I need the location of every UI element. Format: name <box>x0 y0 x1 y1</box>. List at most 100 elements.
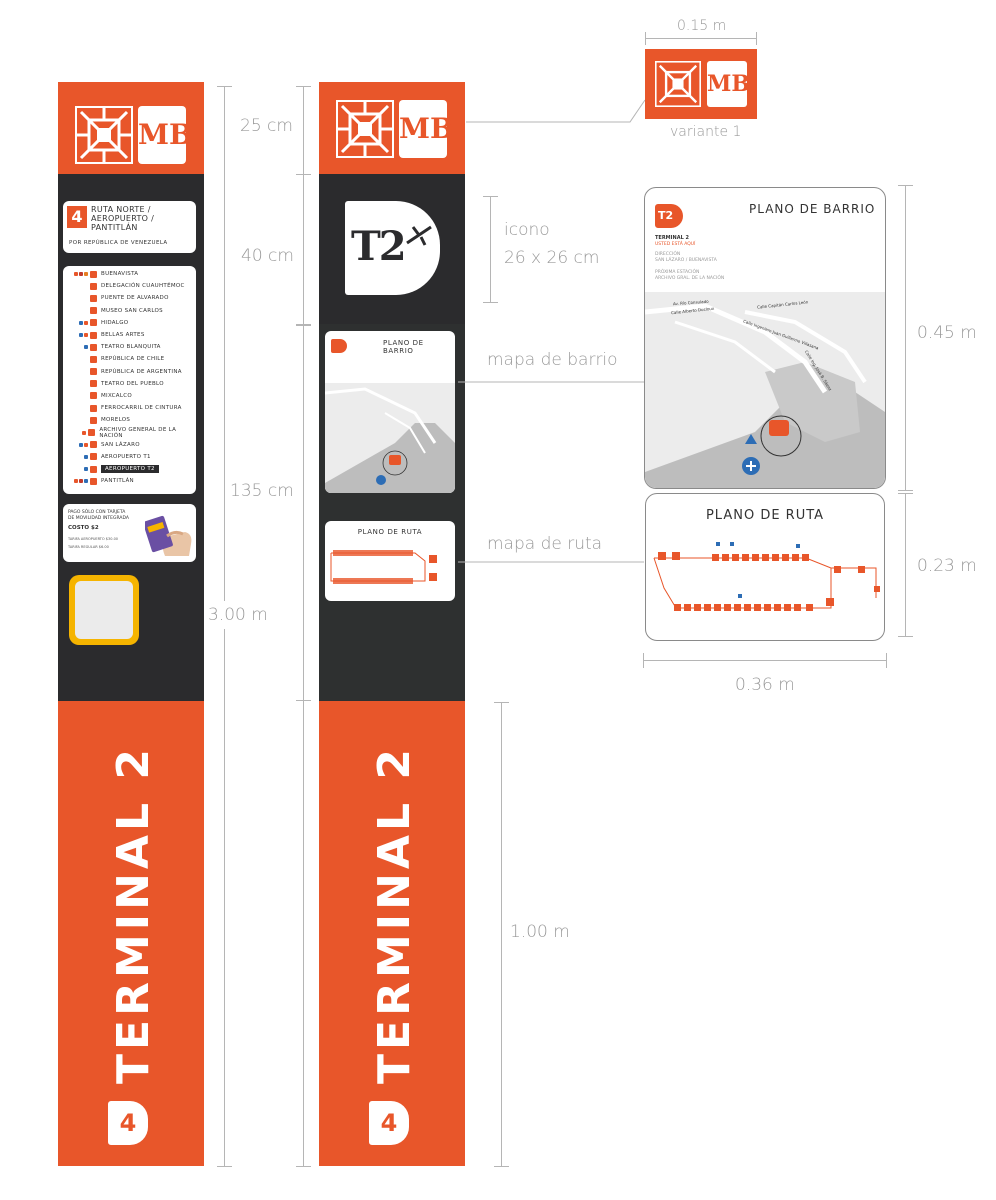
name-band: TERMINAL 2 4 <box>58 701 204 1166</box>
dim-cap <box>643 653 644 668</box>
stop-row: MUSEO SAN CARLOS <box>66 305 194 317</box>
dim-label-maps-width: 0.36 m <box>735 675 795 695</box>
dim-cap <box>217 1166 232 1167</box>
stop-icon <box>90 307 97 315</box>
dim-line-icon <box>490 196 491 302</box>
transfer-icons <box>66 430 87 435</box>
icon-callout-line2: 26 x 26 cm <box>504 248 600 268</box>
hand-card-icon <box>143 512 193 558</box>
mb-logo-icon: MB <box>707 61 750 107</box>
transfer-icons <box>66 479 88 484</box>
stop-label: TEATRO BLANQUITA <box>101 344 161 351</box>
stop-label: AEROPUERTO T1 <box>101 453 151 460</box>
stop-icon <box>90 270 97 278</box>
transfer-icon <box>84 479 88 484</box>
stop-icon <box>90 282 97 290</box>
stop-label: REPÚBLICA DE CHILE <box>101 356 165 363</box>
stop-label: HIDALGO <box>101 319 129 326</box>
stop-row: BELLAS ARTES <box>66 329 194 341</box>
transfer-icon <box>84 442 88 447</box>
stop-label: MORELOS <box>101 417 131 424</box>
stop-icon <box>90 294 97 302</box>
stop-row: MIXCALCO <box>66 390 194 402</box>
airplane-icon <box>405 223 433 247</box>
transfer-icons <box>66 333 88 338</box>
stop-row: SAN LÁZARO <box>66 439 194 451</box>
t2-terminal-icon: T2 <box>345 201 440 295</box>
stop-row: PUENTE DE ALVARADO <box>66 292 194 304</box>
card-reader <box>69 575 139 645</box>
totem-left: MB 4 RUTA NORTE / AEROPUERTO / PANTITLÁN… <box>58 82 204 1166</box>
transfer-icon <box>79 479 83 484</box>
dim-label-logo-width: 0.15 m <box>677 18 727 34</box>
transfer-icon <box>84 272 88 277</box>
stop-label: MIXCALCO <box>101 392 132 399</box>
fare-panel: PAGO SÓLO CON TARJETA DE MOVILIDAD INTEG… <box>63 504 196 562</box>
stop-icon <box>90 368 97 376</box>
dim-cap <box>296 1166 311 1167</box>
stop-icon <box>90 404 97 412</box>
stop-icon <box>90 453 97 461</box>
dim-cap <box>296 174 311 175</box>
dim-line-maps-width <box>643 660 887 661</box>
barrio-next-value: ARCHIVO GRAL. DE LA NACIÓN <box>655 276 725 281</box>
dim-label-40: 40 cm <box>241 246 294 266</box>
transfer-icons <box>66 320 88 325</box>
dim-label-total: 3.00 m <box>208 601 268 629</box>
card-reader-screen <box>75 581 133 639</box>
stop-icon <box>90 477 97 485</box>
dim-label-barrio: 0.45 m <box>917 323 977 343</box>
dim-label-bottom: 1.00 m <box>510 922 570 942</box>
mini-t2-icon <box>331 339 347 353</box>
variant-label: variante 1 <box>670 124 742 140</box>
ruta-diagram <box>653 542 880 611</box>
fare-row-2: TARIFA REGULAR $6.00 <box>68 545 109 549</box>
stop-icon <box>90 331 97 339</box>
dim-cap <box>898 493 913 494</box>
route-number-badge: 4 <box>67 206 87 228</box>
stop-label: FERROCARRIL DE CINTURA <box>101 405 182 412</box>
stop-label: REPÚBLICA DE ARGENTINA <box>101 368 182 375</box>
stop-label: BELLAS ARTES <box>101 332 145 339</box>
barrio-map-area: Av. Río Consulado Calle Alberto Ducloux … <box>645 292 885 488</box>
stop-label: MUSEO SAN CARLOS <box>101 307 163 314</box>
barrio-here: USTED ESTÁ AQUÍ <box>655 242 696 247</box>
transfer-icon <box>79 272 83 277</box>
transfer-icons <box>66 467 88 472</box>
callout-barrio: mapa de barrio <box>487 350 618 370</box>
stop-row: AEROPUERTO T1 <box>66 451 194 463</box>
stop-label: ARCHIVO GENERAL DE LA NACIÓN <box>99 426 177 439</box>
icon-callout-line1: icono <box>504 220 550 240</box>
mini-ruta-title: PLANO DE RUTA <box>357 528 423 536</box>
transfer-icons <box>66 454 88 459</box>
route-via: POR REPÚBLICA DE VENEZUELA <box>69 240 168 246</box>
route-header: 4 RUTA NORTE / AEROPUERTO / PANTITLÁN PO… <box>63 201 196 253</box>
ruta-map-large: PLANO DE RUTA <box>645 493 885 641</box>
stop-label: PANTITLÁN <box>101 478 134 485</box>
stop-icon <box>90 465 97 473</box>
stop-label: TEATRO DEL PUEBLO <box>101 380 164 387</box>
line-badge: 4 <box>108 1101 148 1145</box>
dim-line-segments <box>303 86 304 1166</box>
stop-label: BUENAVISTA <box>101 271 139 278</box>
stop-row: FERROCARRIL DE CINTURA <box>66 402 194 414</box>
transfer-icons <box>66 442 88 447</box>
info-band: 4 RUTA NORTE / AEROPUERTO / PANTITLÁN PO… <box>58 174 204 701</box>
dim-line-logo-width <box>645 38 757 39</box>
t2-icon-text: T2 <box>351 223 407 270</box>
dim-cap <box>898 490 913 491</box>
stop-icon <box>90 392 97 400</box>
barrio-dir-label: DIRECCIÓN <box>655 252 681 257</box>
icon-band: T2 <box>319 174 465 324</box>
totem-right: MB T2 PLANO DE BARRIO <box>319 82 465 1166</box>
stop-label: AEROPUERTO T2 <box>101 465 159 474</box>
dim-line-ruta <box>905 493 906 637</box>
dim-cap <box>483 196 498 197</box>
stop-icon <box>90 380 97 388</box>
mb-logo-icon: MB <box>138 106 193 164</box>
stop-row: REPÚBLICA DE ARGENTINA <box>66 366 194 378</box>
dim-cap <box>296 86 311 87</box>
t2-icon-small: T2 <box>655 204 683 228</box>
